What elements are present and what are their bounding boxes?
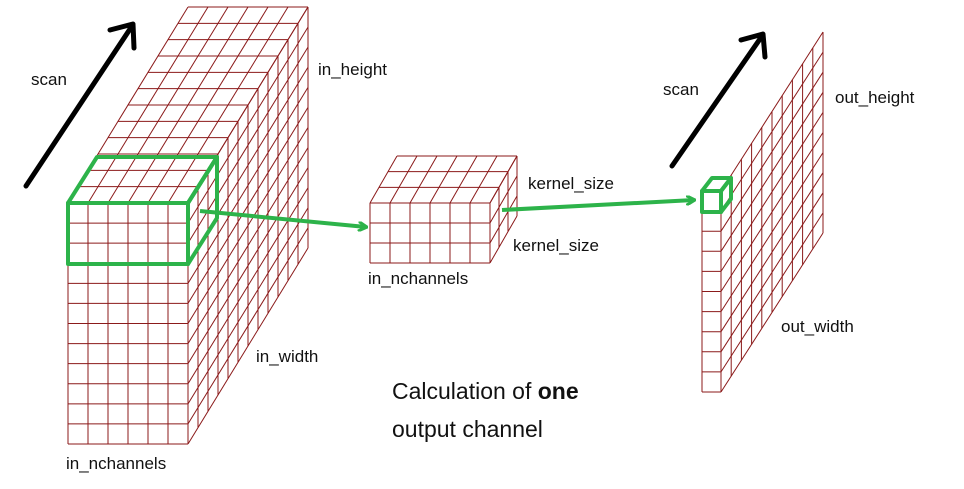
caption-bold: one xyxy=(538,378,579,404)
output-front-face xyxy=(701,190,722,393)
grid-line xyxy=(187,107,309,304)
grid-line xyxy=(187,87,309,284)
scan-label-left: scan xyxy=(31,70,67,89)
grid-line xyxy=(489,155,518,204)
kernel-size-bottom-label: kernel_size xyxy=(513,236,599,255)
kernel-side-face xyxy=(489,155,518,264)
grid-line xyxy=(720,172,824,332)
scan-arrow-left xyxy=(23,21,137,189)
output-side-face xyxy=(720,31,824,393)
grid-line xyxy=(720,51,824,212)
input-front-face xyxy=(67,202,189,445)
grid-line xyxy=(720,92,824,252)
grid-line xyxy=(187,147,309,344)
grid-line xyxy=(489,215,518,264)
kernel-size-top-label: kernel_size xyxy=(528,174,614,193)
grid-line xyxy=(720,132,824,292)
grid-line xyxy=(720,212,824,373)
grid-line xyxy=(720,232,824,393)
grid-line xyxy=(449,155,478,204)
grid-line xyxy=(489,195,518,244)
out-width-label: out_width xyxy=(781,317,854,336)
grid-line xyxy=(429,155,458,204)
grid-line xyxy=(187,127,309,324)
grid-line xyxy=(187,247,309,445)
caption-prefix: Calculation of xyxy=(392,378,538,404)
grid-line xyxy=(187,227,309,425)
grid-line xyxy=(720,71,824,232)
grid-line xyxy=(389,155,418,204)
caption-line-2: output channel xyxy=(392,416,543,442)
grid-line xyxy=(187,167,309,364)
scan-arrow-right xyxy=(669,31,768,169)
kernel-to-output-arrow xyxy=(501,200,694,212)
input-top-face xyxy=(67,6,309,204)
output-cell-highlight xyxy=(700,176,733,214)
in-height-label: in_height xyxy=(318,60,387,79)
input-to-kernel-arrow xyxy=(199,209,366,227)
grid-line xyxy=(720,31,824,192)
in-width-label: in_width xyxy=(256,347,318,366)
grid-line xyxy=(409,155,438,204)
grid-line xyxy=(469,155,498,204)
in-nchannels-kernel-label: in_nchannels xyxy=(368,269,468,288)
grid-line xyxy=(720,112,824,272)
output-volume xyxy=(701,31,824,393)
grid-line xyxy=(369,155,398,204)
out-height-label: out_height xyxy=(835,88,915,107)
grid-line xyxy=(187,26,309,224)
in-nchannels-input-label: in_nchannels xyxy=(66,454,166,473)
receptive-field-box xyxy=(66,155,219,266)
kernel-front-face xyxy=(369,202,491,264)
grid-line xyxy=(720,152,824,312)
kernel-volume xyxy=(369,155,518,264)
grid-line xyxy=(489,175,518,224)
scan-label-right: scan xyxy=(663,80,699,99)
caption-line-1: Calculation of one xyxy=(392,378,579,404)
grid-line xyxy=(720,192,824,353)
kernel-top-face xyxy=(369,155,518,204)
grid-line xyxy=(187,207,309,405)
input-volume xyxy=(67,6,309,445)
